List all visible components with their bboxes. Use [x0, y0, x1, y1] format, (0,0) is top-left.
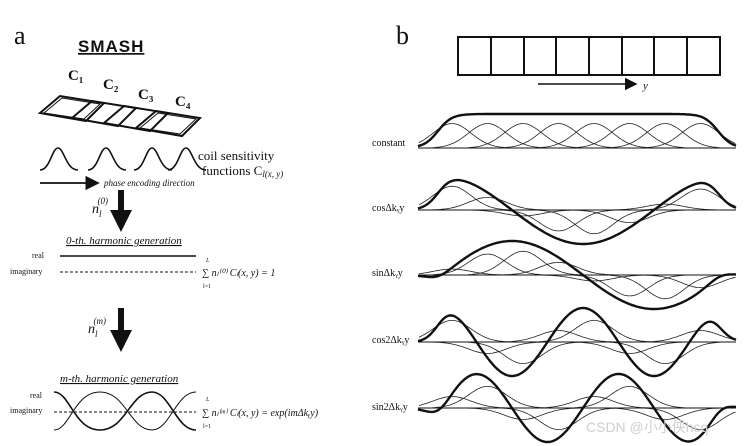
coil-component-cos1-5 — [538, 210, 650, 235]
zeroth-harmonic-title: 0-th. harmonic generation — [66, 235, 182, 247]
coil-component-sin2-3 — [468, 407, 578, 420]
phase-direction-label: phase encoding direction — [103, 178, 195, 188]
coil-component-cos1-7 — [610, 203, 720, 211]
coil-component-constant-3 — [467, 123, 579, 148]
mth-real-label: real — [30, 391, 43, 400]
zeroth-sum-top: L — [205, 258, 210, 264]
mth-imaginary-label: imaginary — [10, 406, 42, 415]
coil-component-constant-2 — [432, 123, 543, 148]
panel-b-label: b — [396, 21, 409, 50]
coil-component-cos2-7 — [609, 341, 721, 364]
coil-component-sin2-7 — [610, 407, 720, 420]
coil-component-constant-6 — [574, 123, 685, 148]
coil-component-cos2-8 — [645, 330, 736, 343]
coil-component-cos2-4 — [503, 330, 614, 343]
coil-caption-line1: coil sensitivity — [198, 148, 275, 163]
coil-label-4: C₄ — [175, 94, 191, 110]
coil-array-drawing — [37, 94, 203, 138]
coil-label-2: C₂ — [103, 77, 119, 93]
harmonic-row-labels: constant cosΔkᵧy sinΔkᵧy cos2Δkᵧy sin2Δk… — [372, 138, 409, 413]
down-arrow-2 — [110, 308, 132, 352]
coil-component-cos1-1 — [418, 185, 508, 210]
row-label-sin1: sinΔkᵧy — [372, 268, 403, 279]
row-label-cos1: cosΔkᵧy — [372, 203, 404, 214]
coil-component-sin2-5 — [539, 396, 649, 409]
smash-title: SMASH — [78, 37, 144, 56]
coil-component-cos2-3 — [467, 341, 579, 364]
coil-label-3: C₃ — [138, 87, 154, 103]
watermark-text: CSDN @小小侠hcq — [586, 419, 708, 435]
coil-component-cos1-8 — [645, 188, 736, 211]
composite-cos1 — [417, 178, 737, 246]
row-label-cos2: cos2Δkᵧy — [372, 335, 409, 346]
composite-sin2 — [417, 372, 737, 444]
zeroth-imaginary-label: imaginary — [10, 267, 42, 276]
coil-labels: C₁ C₂ C₃ C₄ — [68, 68, 191, 110]
coil-component-cos2-2 — [432, 341, 543, 354]
coil-component-sin1-1 — [418, 268, 507, 276]
mth-sum-top: L — [205, 397, 210, 403]
coil-component-cos1-4 — [503, 209, 614, 232]
coil-component-sin1-2 — [432, 253, 543, 276]
y-axis-label: y — [642, 80, 648, 92]
coil-component-cos1-3 — [468, 209, 578, 217]
coil-component-constant-5 — [538, 123, 650, 148]
coil-label-1: C₁ — [68, 68, 83, 84]
coil-component-cos2-5 — [538, 320, 650, 343]
coil-caption-line2: functions Cl(x, y) — [202, 163, 283, 179]
coil-component-constant-1 — [418, 123, 508, 148]
mth-equation: ∑ nₗ⁽ᵐ⁾ Cₗ(x, y) = exp(imΔkᵧy) — [202, 408, 319, 419]
coil-component-constant-4 — [503, 123, 614, 148]
composite-sin1 — [417, 239, 736, 311]
coil-component-cos1-6 — [574, 209, 685, 223]
coil-component-sin1-6 — [574, 274, 685, 297]
composite-cos2 — [417, 306, 737, 378]
coil-component-sin2-4 — [503, 407, 614, 430]
down-arrow-1 — [110, 190, 132, 232]
row-label-sin2: sin2Δkᵧy — [372, 402, 408, 413]
coil-component-sin1-8 — [645, 274, 736, 288]
coil-component-sin2-8 — [645, 407, 736, 430]
composite-constant — [417, 112, 737, 148]
coil-component-cos1-2 — [432, 197, 543, 211]
harmonic-plots — [417, 112, 737, 444]
zeroth-equation: ∑ nₗ⁽⁰⁾ Cₗ(x, y) = 1 — [202, 268, 275, 279]
mth-sum-bottom: l=1 — [203, 424, 211, 430]
coil-strip — [457, 36, 721, 76]
zeroth-real-label: real — [32, 251, 45, 260]
weight-zero-label: nl(0) — [92, 196, 108, 219]
coil-component-sin1-5 — [539, 274, 649, 282]
coil-component-sin1-7 — [609, 275, 721, 300]
mth-imaginary-wave — [53, 391, 197, 431]
panel-a-label: a — [14, 21, 26, 50]
row-label-constant: constant — [372, 138, 406, 149]
coil-component-sin1-4 — [503, 262, 614, 276]
coil-component-cos2-6 — [574, 341, 685, 354]
zeroth-sum-bottom: l=1 — [203, 284, 211, 290]
coil-component-constant-7 — [609, 123, 721, 148]
mth-harmonic-title: m-th. harmonic generation — [60, 373, 179, 385]
coil-component-sin2-6 — [574, 386, 685, 409]
mth-real-wave — [53, 391, 197, 431]
coil-sensitivity-bumps — [39, 147, 207, 171]
weight-m-label: nl(m) — [88, 316, 106, 339]
coil-component-sin2-2 — [432, 386, 543, 409]
coil-component-sin1-3 — [467, 250, 579, 275]
